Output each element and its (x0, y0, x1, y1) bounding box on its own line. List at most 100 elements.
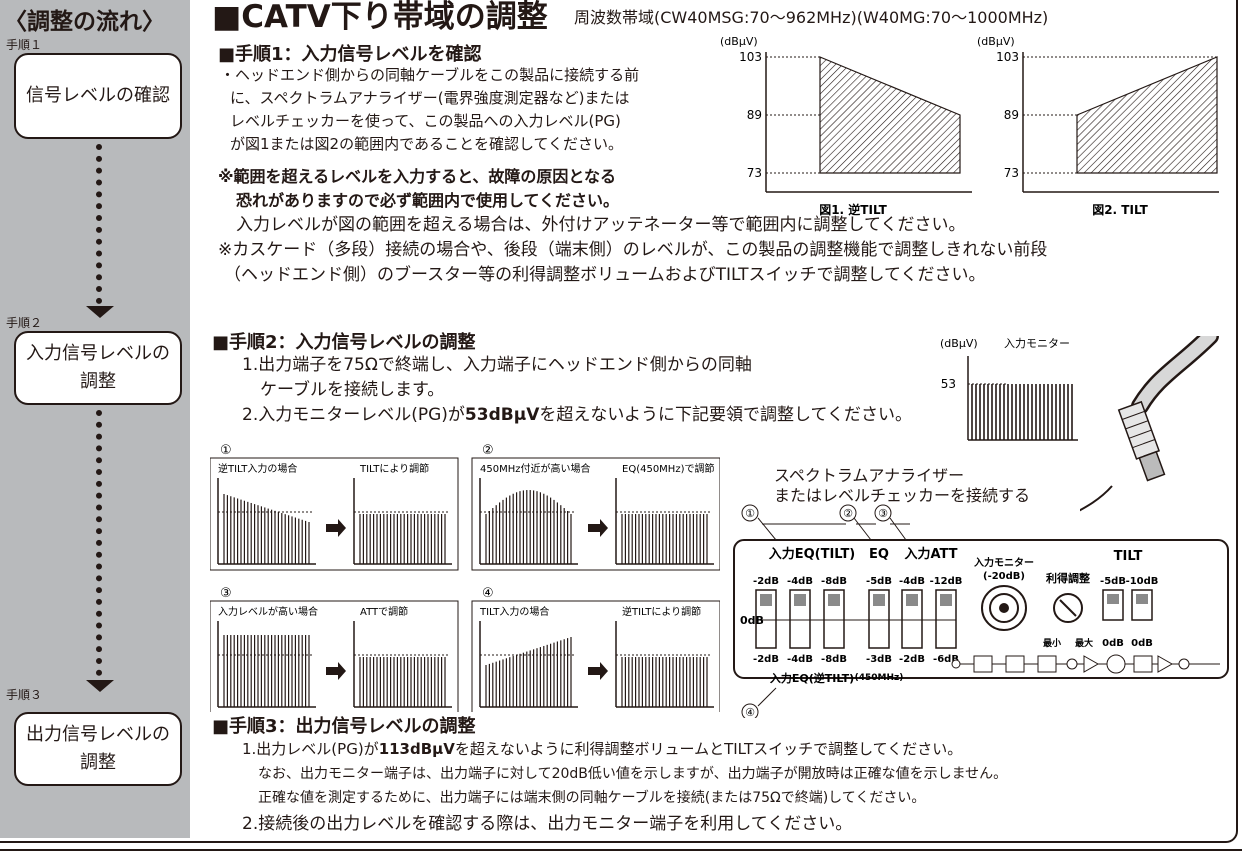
fig1-unit: (dBμV) (720, 35, 758, 48)
step1-note: 入力レベルが図の範囲を超える場合は、外付けアッテネーター等で範囲内に調整してくだ… (236, 215, 966, 235)
fig2-unit: (dBμV) (977, 35, 1015, 48)
fig2-range-area (1076, 56, 1218, 174)
step3-box-text: 出力信号レベルの調整 (26, 724, 170, 773)
fig2-tick: 89 (1004, 108, 1019, 122)
step2-line: ケーブルを接続します。 (260, 380, 445, 400)
switch-bottom-value: -8dB (821, 654, 847, 665)
figure1-chart: (dBμV) 103 89 73 図1. 逆TILT (720, 35, 972, 217)
flow-dots (96, 144, 102, 304)
step3-line: 正確な値を測定するために、出力端子には端末側の同軸ケーブルを接続(または75Ωで… (258, 790, 926, 806)
label-att: 入力ATT (904, 546, 957, 562)
analyzer-line1: スペクトラムアナライザー (774, 466, 965, 485)
label-monitor: 入力モニター (974, 556, 1034, 569)
label-eq-rev: 入力EQ(逆TILT) (770, 671, 854, 685)
switch-bottom-value: -2dB (899, 654, 925, 665)
callout-4: ④ (745, 706, 755, 718)
label-monitor-db: (-20dB) (983, 571, 1025, 582)
fig1-range-area (819, 56, 961, 174)
step1-line: に、スペクトラムアナライザー(電界強度測定器など)または (230, 89, 630, 107)
step1-label: 手順１ (6, 38, 43, 52)
label-max: 最大 (1075, 637, 1093, 649)
fig1-caption: 図1. 逆TILT (819, 202, 887, 217)
switch-top-value: -4dB (787, 576, 813, 587)
label-zero: 0dB (740, 614, 764, 627)
step1-warning: 恐れがありますので必ず範囲内で使用してください。 (236, 191, 620, 210)
step2-line3a: 2.入力モニターレベル(PG)が (242, 405, 465, 425)
step3-box: 出力信号レベルの調整 (14, 712, 182, 786)
step3-line: なお、出力モニター端子は、出力端子に対して20dB低い値を示しますが、出力端子が… (258, 766, 1008, 782)
arrow-right-icon (326, 519, 346, 537)
label-450mhz: (450MHz) (855, 673, 904, 683)
step2-line3c: を超えないように下記要領で調整してください。 (539, 405, 913, 425)
monitor-bars (971, 384, 1073, 440)
label-eq: EQ (869, 547, 889, 562)
panel-right-label: ATTで調節 (360, 605, 408, 618)
fig2-tick: 103 (996, 50, 1019, 64)
tilt-top: -10dB (1126, 576, 1159, 587)
step1-line: ・ヘッドエンド側からの同軸ケーブルをこの製品に接続する前 (220, 66, 640, 84)
panel-left-label: 逆TILT入力の場合 (218, 462, 297, 475)
callout-3: ③ (878, 507, 888, 520)
tilt-bottom: 0dB (1102, 638, 1124, 649)
sidebar-title: 〈調整の流れ〉 (4, 9, 165, 35)
switch-top-value: -5dB (866, 576, 892, 587)
step2-level: 53dBμV (464, 405, 540, 425)
step1-box: 信号レベルの確認 (14, 53, 182, 139)
input-monitor-chart: (dBμV) 入力モニター 53 (940, 337, 1078, 441)
flow-dots (96, 410, 102, 676)
panel-number: ① (220, 443, 232, 458)
step3-line: 1.出力レベル(PG)が113dBμVを超えないように利得調整ボリュームとTIL… (242, 737, 962, 761)
step3-line1c: を超えないように利得調整ボリュームとTILTスイッチで調整してください。 (454, 740, 963, 758)
figure2-chart: (dBμV) 103 89 73 図2. TILT (977, 35, 1219, 217)
step1-note: ※カスケード（多段）接続の場合や、後段（端末側）のレベルが、この製品の調整機能で… (218, 240, 1048, 260)
panel-left-label: 入力レベルが高い場合 (218, 605, 318, 618)
switch-bottom-value: -6dB (933, 654, 959, 665)
switch-top-value: -2dB (753, 576, 779, 587)
label-gain: 利得調整 (1046, 571, 1090, 585)
switch-top-value: -4dB (899, 576, 925, 587)
fig1-tick: 103 (739, 50, 762, 64)
bottom-rule (0, 849, 1242, 851)
switch-top-value: -8dB (821, 576, 847, 587)
callout-2: ② (843, 507, 853, 520)
switch-top-value: -12dB (930, 576, 963, 587)
tilt-bottom: 0dB (1131, 638, 1153, 649)
step1-warning: ※範囲を超えるレベルを入力すると、故障の原因となる (218, 167, 616, 186)
switch-bottom-value: -4dB (787, 654, 813, 665)
step3-line1a: 1.出力レベル(PG)が (242, 740, 379, 758)
page-title: ■CATV下り帯域の調整 (212, 0, 548, 35)
arrow-right-icon (326, 662, 346, 680)
arrow-down-icon (86, 680, 114, 692)
step1-line: が図1または図2の範囲内であることを確認してください。 (230, 135, 624, 153)
step2-box: 入力信号レベルの調整 (14, 331, 182, 405)
panel-number: ③ (220, 586, 232, 601)
page-subtitle: 周波数帯域(CW40MSG:70～962MHz)(W40MG:70～1000MH… (574, 8, 1049, 27)
booster-panel: ① ② ③ 入力EQ(TILT) EQ 入力ATT -2dB -2dB -4dB -4… (733, 504, 1229, 718)
panel-left-label: 450MHz付近が高い場合 (480, 462, 590, 475)
monitor-level: 53 (941, 377, 956, 391)
panel-number: ④ (482, 586, 494, 601)
step2-box-text: 入力信号レベルの調整 (26, 343, 170, 392)
arrow-right-icon (588, 662, 608, 680)
arrow-right-icon (588, 519, 608, 537)
fig2-caption: 図2. TILT (1092, 203, 1148, 217)
flow-sidebar: 〈調整の流れ〉 手順１ 信号レベルの確認 手順２ 入力信号レベルの調整 手順３ … (0, 0, 190, 838)
label-eq-tilt: 入力EQ(TILT) (769, 546, 856, 562)
fig1-tick: 89 (747, 108, 762, 122)
fig1-tick: 73 (747, 166, 762, 180)
step1-note: （ヘッドエンド側）のブースター等の利得調整ボリュームおよびTILTスイッチで調整… (224, 265, 986, 285)
switch-bottom-value: -3dB (866, 654, 892, 665)
panel-right-label: EQ(450MHz)で調節 (622, 462, 714, 475)
panel-right-label: TILTにより調節 (359, 462, 429, 475)
step3-line: 2.接続後の出力レベルを確認する際は、出力モニター端子を利用してください。 (242, 814, 853, 834)
step1-heading: ■手順1：入力信号レベルを確認 (218, 44, 482, 65)
panel-left-label: TILT入力の場合 (479, 605, 549, 618)
step2-label: 手順２ (6, 316, 43, 330)
switch-bottom-value: -2dB (753, 654, 779, 665)
callout-1: ① (745, 507, 755, 520)
fig2-tick: 73 (1004, 166, 1019, 180)
tilt-top: -5dB (1100, 576, 1126, 587)
step3-label: 手順３ (6, 688, 43, 702)
